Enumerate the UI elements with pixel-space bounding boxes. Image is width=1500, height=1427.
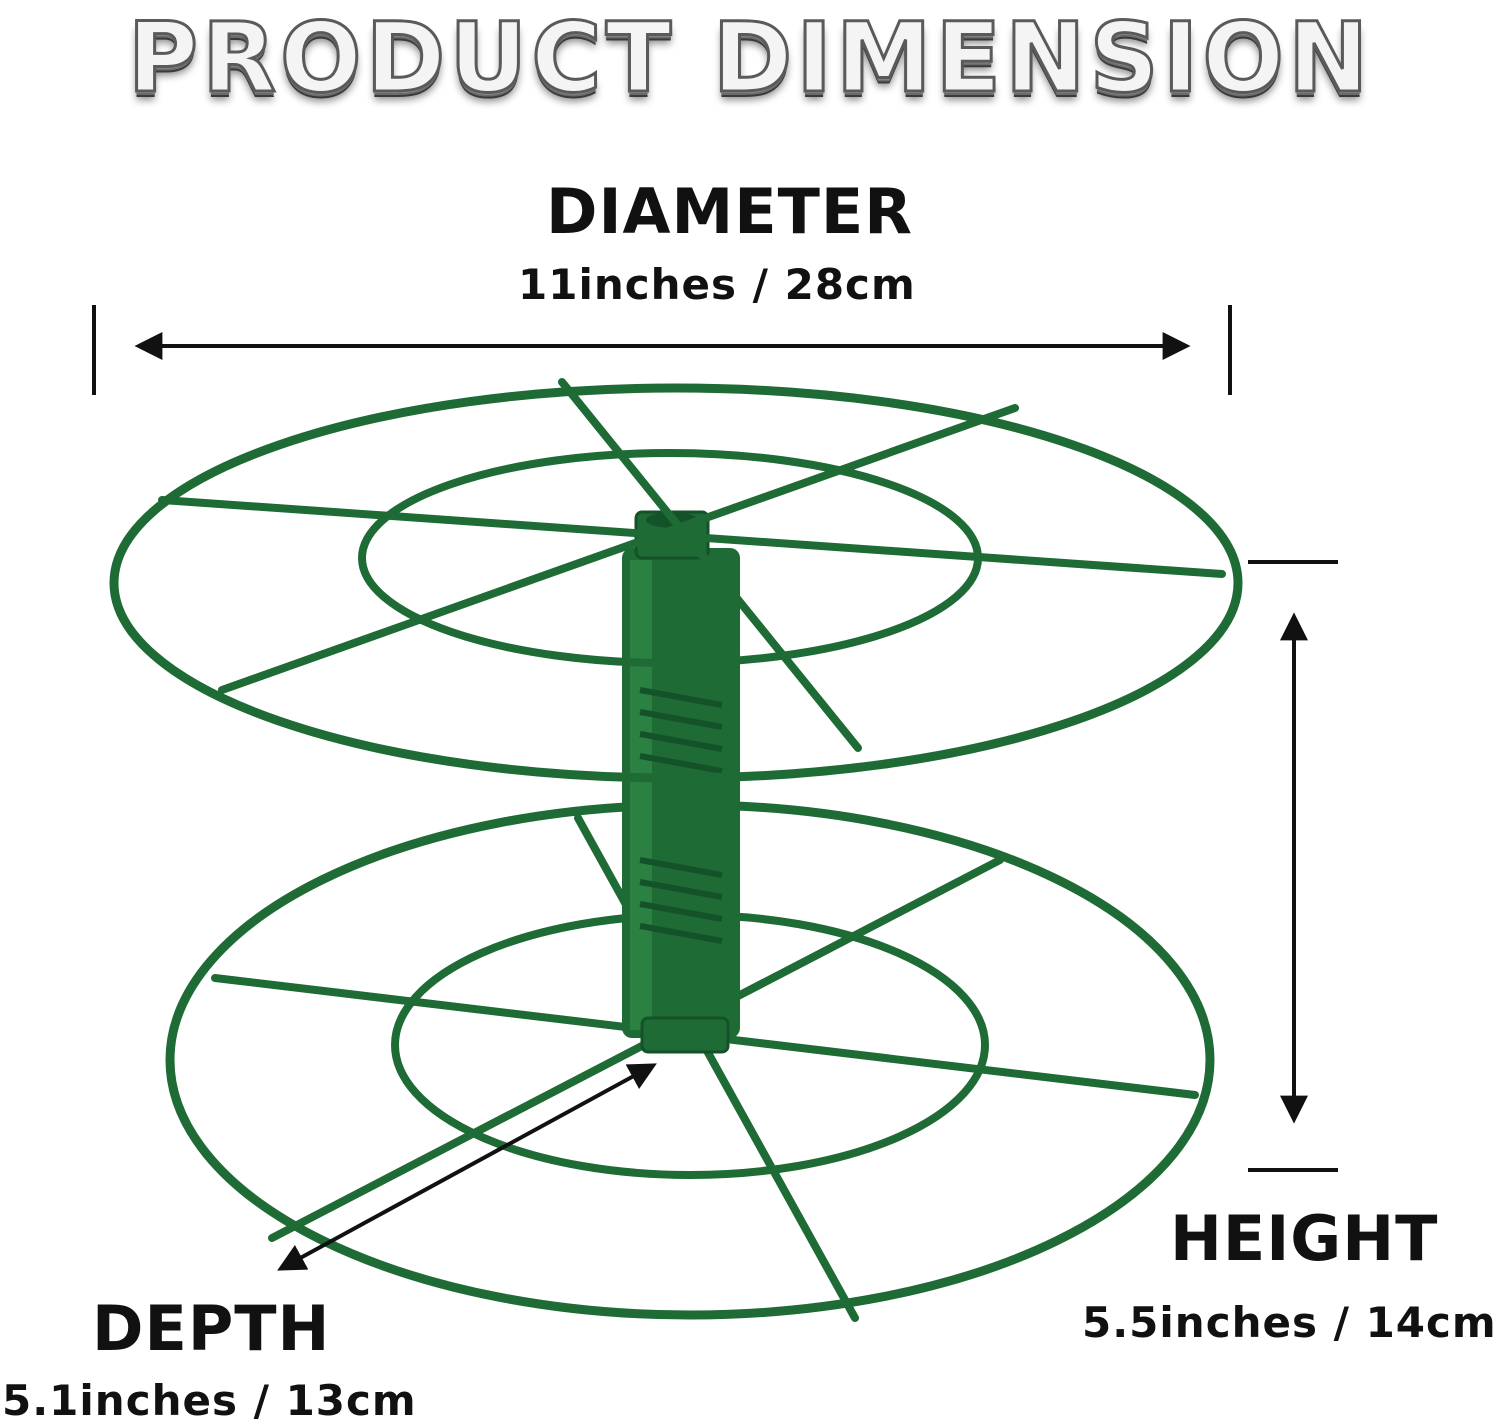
- diameter-value: 11inches / 28cm: [518, 260, 916, 309]
- diameter-measure: [92, 305, 1232, 395]
- height-label: HEIGHT: [1170, 1202, 1439, 1275]
- height-value: 5.5inches / 14cm: [1082, 1298, 1497, 1347]
- depth-measure: [277, 1063, 657, 1271]
- page-title: PRODUCT DIMENSION: [126, 1, 1373, 116]
- diameter-label: DIAMETER: [546, 175, 913, 248]
- top-disc: [109, 378, 1243, 783]
- depth-label: DEPTH: [92, 1292, 331, 1365]
- height-measure: [1248, 560, 1338, 1172]
- depth-value: 5.1inches / 13cm: [2, 1376, 417, 1425]
- depth-arrow: [277, 1063, 657, 1271]
